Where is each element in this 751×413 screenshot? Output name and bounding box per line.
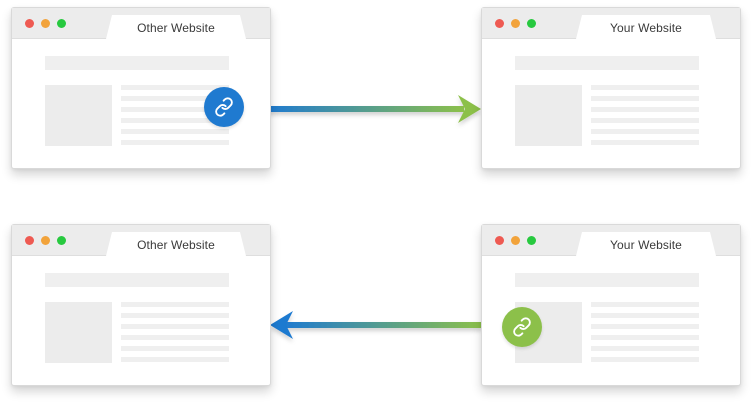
text-line-placeholder [591, 118, 699, 123]
text-line-placeholder [591, 85, 699, 90]
header-placeholder [515, 56, 699, 70]
image-placeholder [45, 85, 112, 146]
tab-label: Your Website [610, 21, 682, 35]
text-line-placeholder [121, 129, 229, 134]
browser-toolbar: Your Website [482, 225, 740, 256]
link-icon [502, 307, 542, 347]
browser-tab: Your Website [576, 15, 716, 39]
text-line-placeholder [121, 302, 229, 307]
text-line-placeholder [121, 107, 229, 112]
text-line-placeholder [591, 357, 699, 362]
header-placeholder [515, 273, 699, 287]
text-line-placeholder [121, 335, 229, 340]
text-line-placeholder [121, 313, 229, 318]
browser-toolbar: Your Website [482, 8, 740, 39]
browser-window-bottom-right: Your Website [481, 224, 741, 386]
close-dot-icon [25, 19, 34, 28]
arrow-top-right [268, 95, 481, 123]
maximize-dot-icon [527, 236, 536, 245]
text-line-placeholder [591, 129, 699, 134]
text-line-placeholder [591, 302, 699, 307]
minimize-dot-icon [511, 236, 520, 245]
text-line-placeholder [121, 85, 229, 90]
text-line-placeholder [121, 324, 229, 329]
arrow-bottom-left [270, 311, 482, 339]
maximize-dot-icon [57, 19, 66, 28]
minimize-dot-icon [41, 236, 50, 245]
maximize-dot-icon [527, 19, 536, 28]
minimize-dot-icon [41, 19, 50, 28]
link-icon [204, 87, 244, 127]
image-placeholder [45, 302, 112, 363]
text-line-placeholder [591, 107, 699, 112]
browser-window-bottom-left: Other Website [11, 224, 271, 386]
text-line-placeholder [121, 118, 229, 123]
text-line-placeholder [121, 357, 229, 362]
text-line-placeholder [121, 96, 229, 101]
browser-tab: Your Website [576, 232, 716, 256]
minimize-dot-icon [511, 19, 520, 28]
tab-label: Other Website [137, 238, 215, 252]
image-placeholder [515, 85, 582, 146]
tab-label: Other Website [137, 21, 215, 35]
browser-tab: Other Website [106, 232, 246, 256]
header-placeholder [45, 273, 229, 287]
browser-toolbar: Other Website [12, 8, 270, 39]
maximize-dot-icon [57, 236, 66, 245]
tab-label: Your Website [610, 238, 682, 252]
text-line-placeholder [591, 335, 699, 340]
close-dot-icon [495, 236, 504, 245]
text-line-placeholder [121, 346, 229, 351]
text-line-placeholder [591, 346, 699, 351]
header-placeholder [45, 56, 229, 70]
browser-tab: Other Website [106, 15, 246, 39]
text-line-placeholder [591, 324, 699, 329]
browser-window-top-right: Your Website [481, 7, 741, 169]
text-line-placeholder [591, 140, 699, 145]
text-line-placeholder [121, 140, 229, 145]
close-dot-icon [25, 236, 34, 245]
browser-toolbar: Other Website [12, 225, 270, 256]
text-line-placeholder [591, 313, 699, 318]
text-line-placeholder [591, 96, 699, 101]
close-dot-icon [495, 19, 504, 28]
